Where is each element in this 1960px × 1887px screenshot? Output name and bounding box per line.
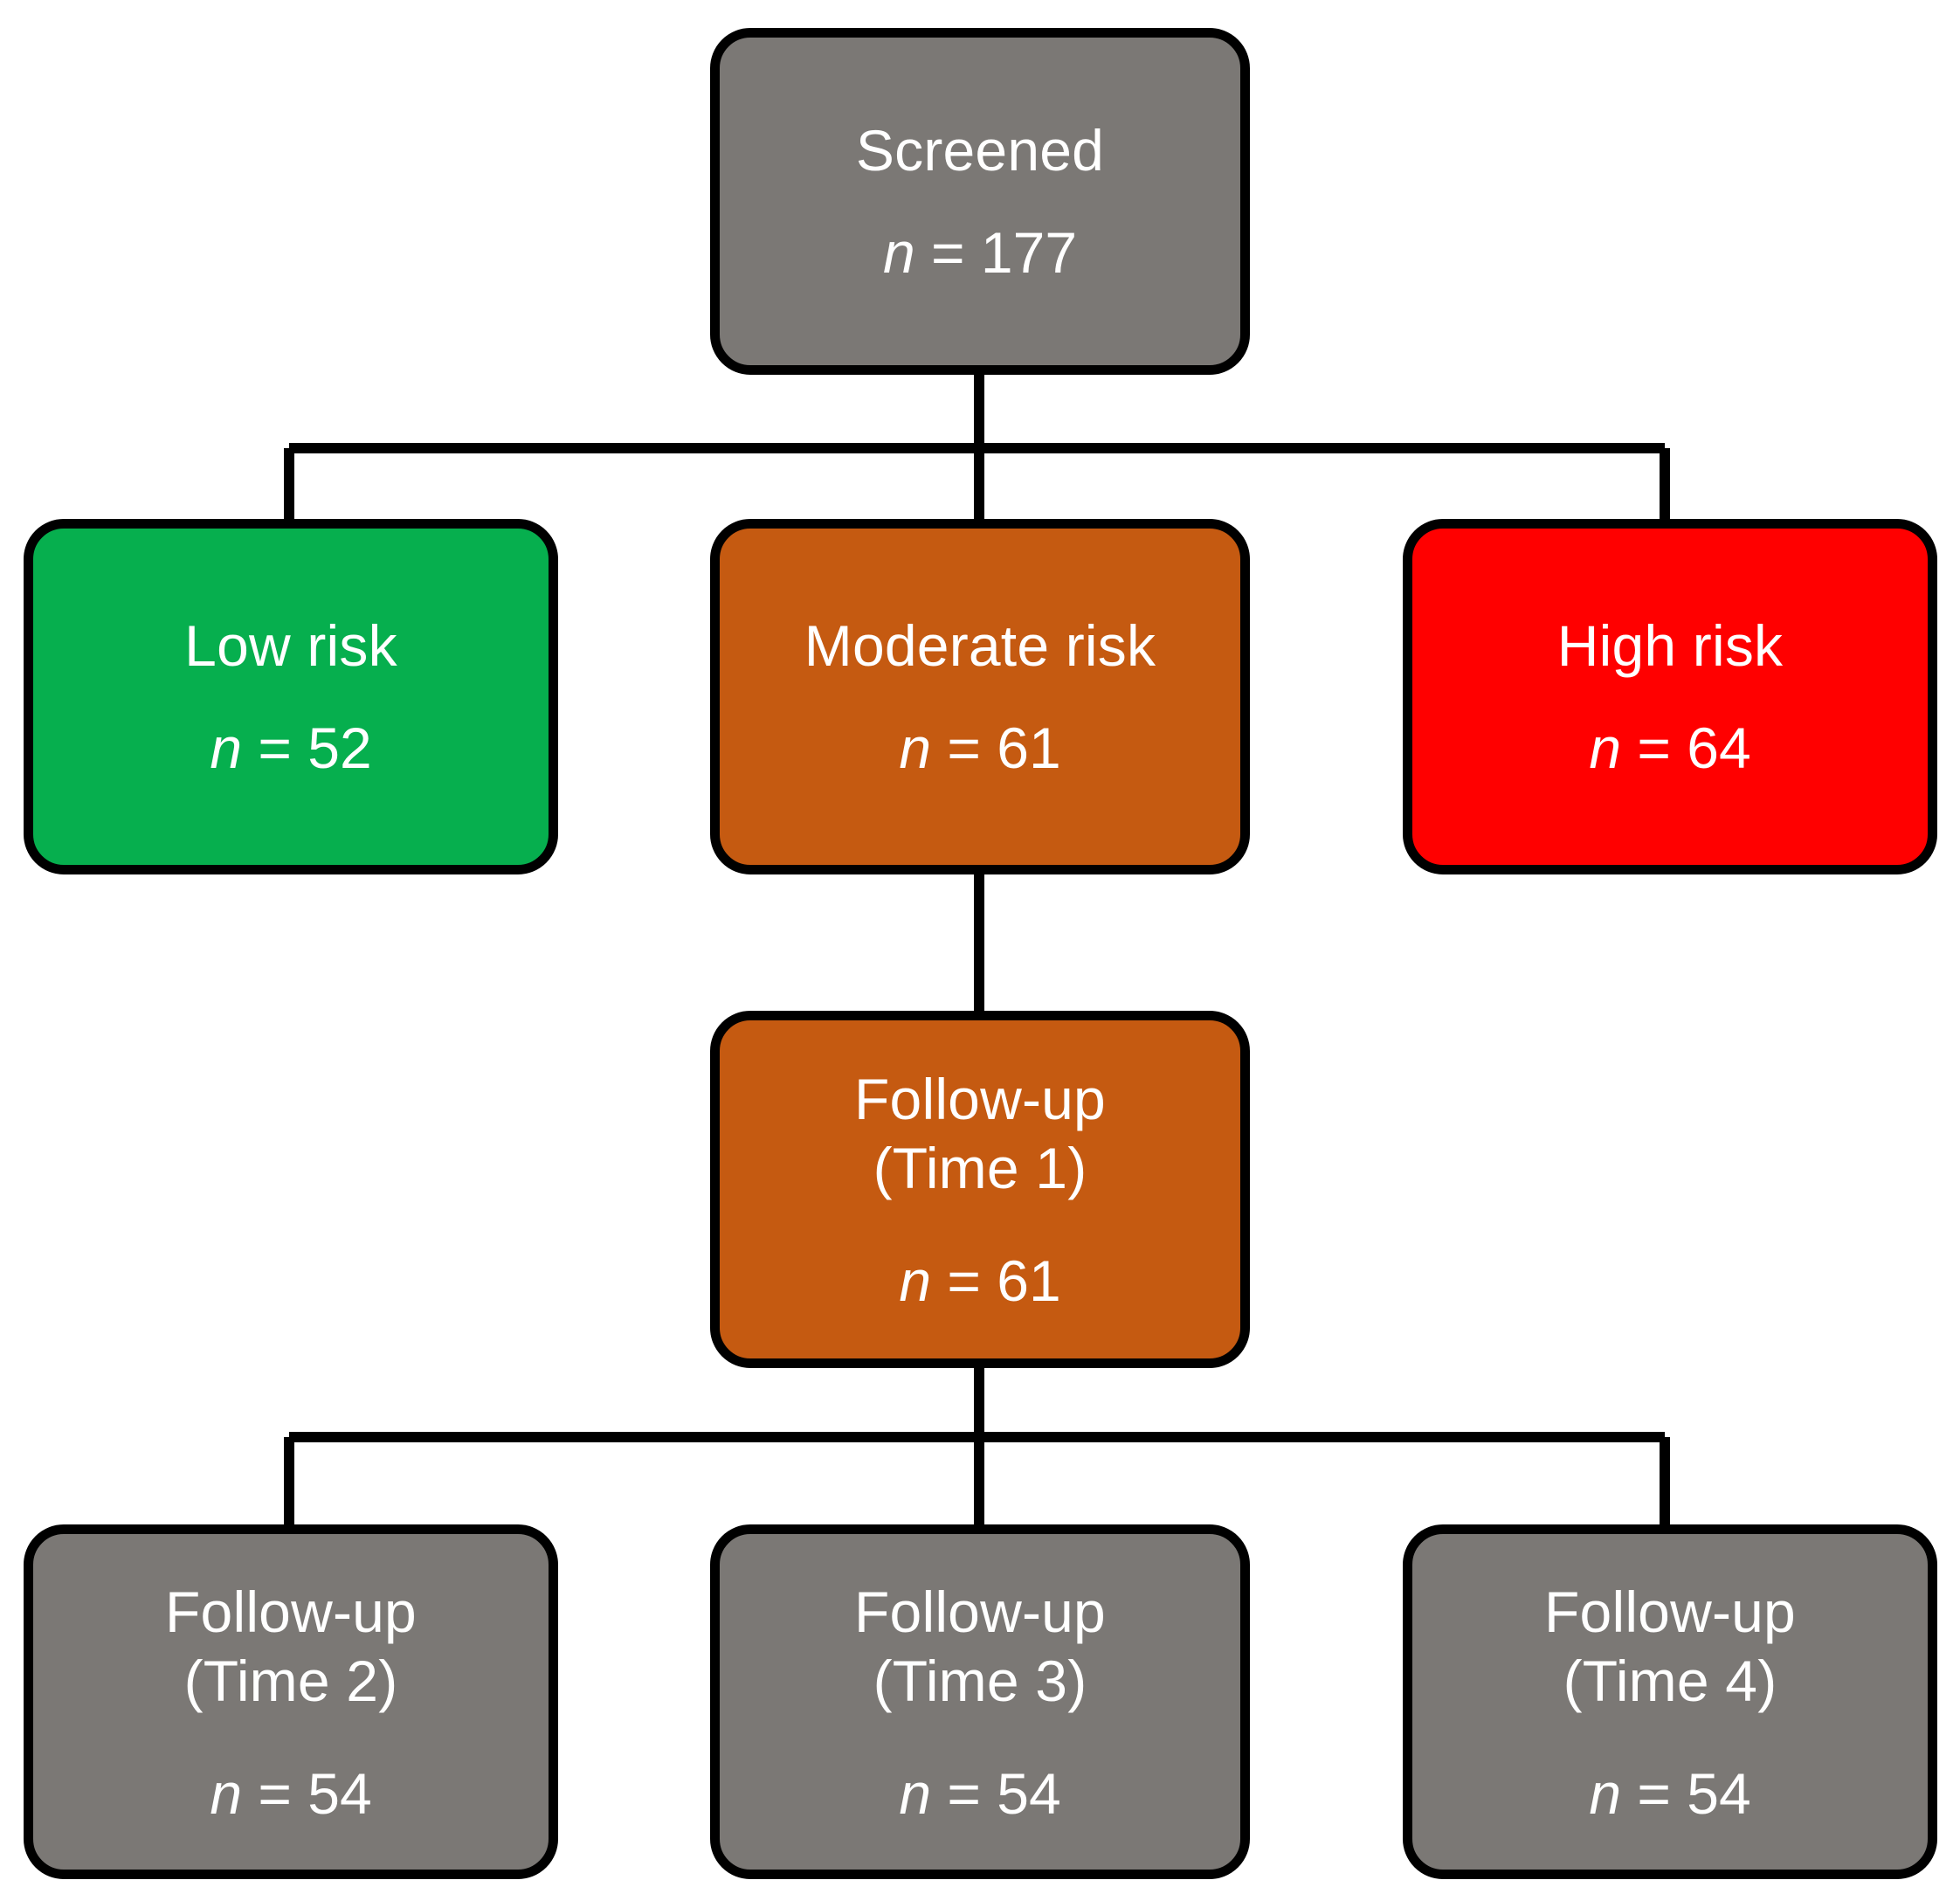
node-low-risk-count-symbol: n xyxy=(210,715,243,780)
node-followup-time-1-count-symbol: n xyxy=(899,1248,932,1314)
node-followup-time-1-count-value: = 61 xyxy=(931,1248,1061,1314)
node-moderate-risk-title: Moderate risk xyxy=(804,612,1156,678)
node-moderate-risk-count-value: = 61 xyxy=(931,715,1061,780)
node-low-risk[interactable]: Low risk n = 52 xyxy=(24,519,558,874)
node-followup-time-2-count-value: = 54 xyxy=(242,1760,372,1826)
node-moderate-risk-count-symbol: n xyxy=(899,715,932,780)
node-followup-time-2[interactable]: Follow-up (Time 2) n = 54 xyxy=(24,1524,558,1879)
node-screened-count-value: = 177 xyxy=(914,219,1078,285)
node-screened-count-symbol: n xyxy=(882,219,915,285)
node-high-risk-count-value: = 64 xyxy=(1621,715,1751,780)
node-moderate-risk-count: n = 61 xyxy=(899,715,1060,781)
node-screened[interactable]: Screened n = 177 xyxy=(710,28,1250,375)
node-followup-time-4-title: Follow-up (Time 4) xyxy=(1544,1579,1796,1713)
node-followup-time-4-count-symbol: n xyxy=(1589,1760,1622,1826)
node-followup-time-1[interactable]: Follow-up (Time 1) n = 61 xyxy=(710,1011,1250,1368)
node-high-risk[interactable]: High risk n = 64 xyxy=(1403,519,1937,874)
node-followup-time-2-count-symbol: n xyxy=(210,1760,243,1826)
node-followup-time-2-title: Follow-up (Time 2) xyxy=(165,1579,417,1713)
node-followup-time-3-count-value: = 54 xyxy=(931,1760,1061,1826)
node-low-risk-count-value: = 52 xyxy=(242,715,372,780)
node-screened-count: n = 177 xyxy=(883,220,1077,286)
node-low-risk-title: Low risk xyxy=(184,612,397,678)
node-followup-time-1-title: Follow-up (Time 1) xyxy=(854,1067,1106,1201)
node-moderate-risk[interactable]: Moderate risk n = 61 xyxy=(710,519,1250,874)
node-followup-time-3-count: n = 54 xyxy=(899,1761,1060,1827)
node-followup-time-3-title: Follow-up (Time 3) xyxy=(854,1579,1106,1713)
node-high-risk-count-symbol: n xyxy=(1589,715,1622,780)
node-followup-time-2-count: n = 54 xyxy=(210,1761,371,1827)
node-followup-time-4-count: n = 54 xyxy=(1589,1761,1750,1827)
node-followup-time-1-count: n = 61 xyxy=(899,1248,1060,1314)
node-low-risk-count: n = 52 xyxy=(210,715,371,781)
node-followup-time-4-count-value: = 54 xyxy=(1621,1760,1751,1826)
node-followup-time-4[interactable]: Follow-up (Time 4) n = 54 xyxy=(1403,1524,1937,1879)
node-followup-time-3[interactable]: Follow-up (Time 3) n = 54 xyxy=(710,1524,1250,1879)
node-screened-title: Screened xyxy=(855,117,1105,183)
node-high-risk-count: n = 64 xyxy=(1589,715,1750,781)
node-high-risk-title: High risk xyxy=(1556,612,1784,678)
node-followup-time-3-count-symbol: n xyxy=(899,1760,932,1826)
